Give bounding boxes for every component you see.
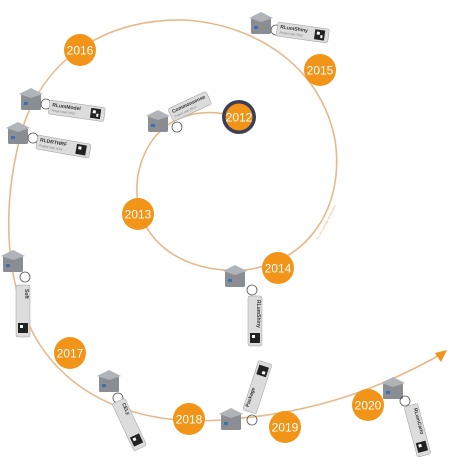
timeline-arrowhead [435, 350, 447, 362]
year-label: 2014 [265, 262, 292, 276]
year-badge-2018[interactable]: 2018 [173, 403, 205, 435]
package-box-icon [249, 12, 273, 34]
year-label: 2013 [125, 208, 152, 222]
package-2019[interactable]: Package [219, 360, 272, 430]
package-name: RLumShiny [255, 300, 261, 328]
package-rlumcarlo[interactable]: RLumCarlo [381, 377, 431, 458]
year-label: 2020 [355, 399, 382, 413]
package-box-icon [381, 377, 405, 399]
package-rlummodel[interactable]: RLumModel Project start 2016 [19, 88, 106, 122]
package-box-icon [1, 250, 25, 272]
package-sub: Project start 2016 [51, 108, 75, 115]
year-badge-2016[interactable]: 2016 [64, 34, 96, 66]
package-name: RLumModel [52, 102, 82, 112]
year-label: 2016 [67, 44, 94, 58]
package-name: CELy [120, 402, 131, 416]
package-name: Soft [23, 289, 29, 299]
package-box-icon [223, 265, 247, 287]
package-tag [168, 91, 212, 122]
year-badge-2013[interactable]: 2013 [122, 198, 154, 230]
year-badge-2017[interactable]: 2017 [54, 337, 86, 369]
package-box-icon [219, 408, 243, 430]
package-rldrthrf[interactable]: RLDRTHRF Project start 2016 [6, 122, 92, 159]
year-label: 2017 [57, 347, 84, 361]
year-badge-2020[interactable]: 2020 [352, 389, 384, 421]
package-box-icon [146, 110, 170, 132]
package-soft[interactable]: Soft [1, 250, 31, 338]
package-name: RLumShiny [280, 24, 309, 34]
package-rlumshiny-2014[interactable]: RLumShiny [223, 265, 263, 347]
package-box-icon [19, 88, 43, 110]
package-rlumshiny[interactable]: RLumShiny Project start 2015 [249, 12, 330, 44]
year-badge-2014[interactable]: 2014 [262, 252, 294, 284]
package-box-icon [97, 370, 121, 392]
year-label: 2019 [272, 421, 299, 435]
credit-text: R-Lum package ecosystem [315, 204, 337, 240]
package-sub: Project start 2015 [279, 30, 303, 37]
timeline-spiral [7, 19, 446, 422]
year-label: 2018 [176, 413, 203, 427]
package-box-icon [6, 122, 30, 144]
year-label: 2015 [307, 64, 334, 78]
package-commonsense[interactable]: Commonsense Project start 2012 [146, 91, 212, 133]
year-label: 2012 [226, 111, 253, 125]
package-sub: Project start 2016 [39, 143, 63, 151]
year-badge-2019[interactable]: 2019 [269, 411, 301, 443]
package-cely[interactable]: CELy [97, 370, 147, 451]
year-badge-2015[interactable]: 2015 [304, 54, 336, 86]
year-badge-2012[interactable]: 2012 [222, 100, 256, 134]
package-name: RLDRTHRF [40, 137, 68, 148]
